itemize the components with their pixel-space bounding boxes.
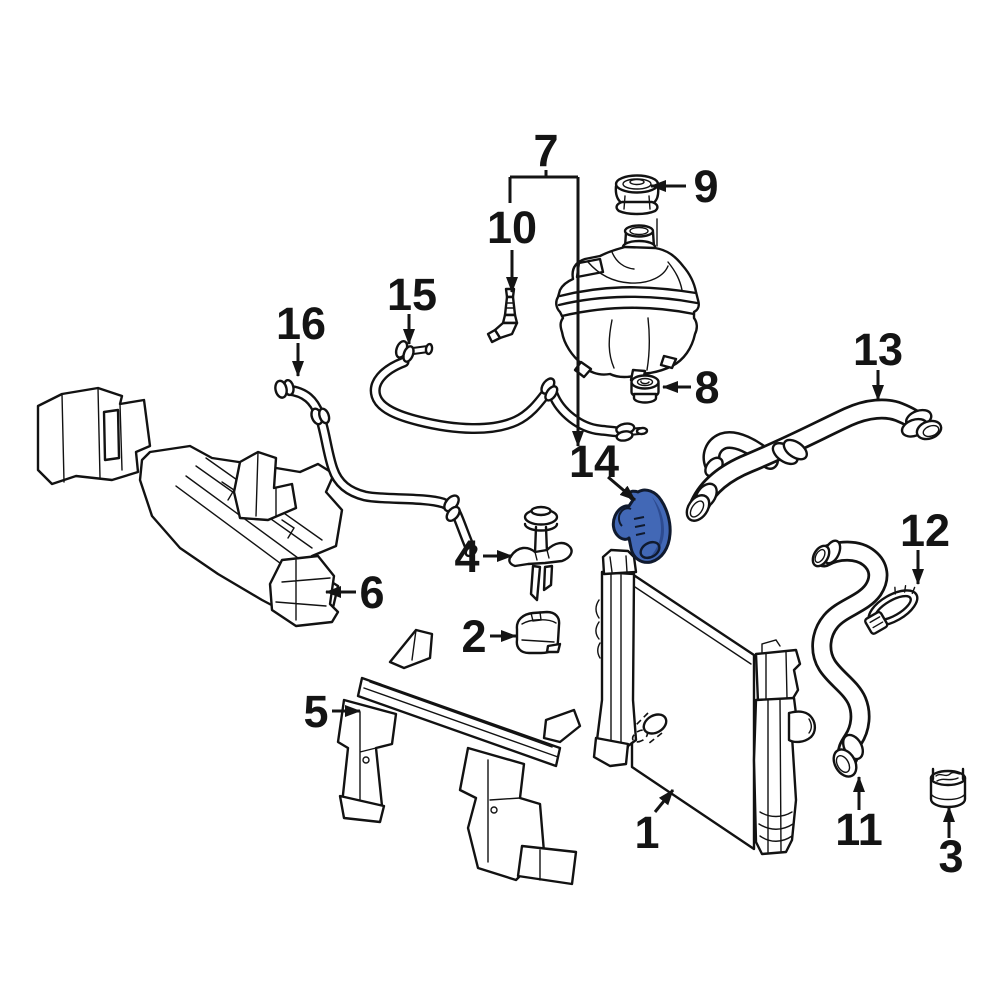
hose-clamp-small <box>310 407 331 426</box>
callout-4-label: 4 <box>454 531 479 582</box>
part-14-coolant-connector <box>611 488 672 564</box>
callout-1: 1 <box>634 789 675 858</box>
callout-5: 5 <box>303 686 361 737</box>
part-16-overflow-hose-lower <box>274 378 478 558</box>
part-2-radiator-mount <box>515 610 562 655</box>
part-5-lower-air-baffle <box>336 628 582 886</box>
callout-15: 15 <box>387 269 437 345</box>
callout-12: 12 <box>900 505 950 585</box>
hose-ring-fitting <box>443 494 461 522</box>
callout-12-label: 12 <box>900 505 950 556</box>
callout-13: 13 <box>853 324 903 401</box>
callout-4: 4 <box>454 531 513 582</box>
part-15-overflow-hose-upper <box>369 339 649 442</box>
callout-1-label: 1 <box>634 807 659 858</box>
callout-16: 16 <box>276 298 326 377</box>
callout-8-label: 8 <box>694 362 719 413</box>
callout-9: 9 <box>650 161 719 212</box>
callout-2: 2 <box>461 611 517 662</box>
callout-3: 3 <box>938 806 964 882</box>
callout-5-label: 5 <box>303 686 328 737</box>
callout-10: 10 <box>487 202 537 293</box>
callout-14-label: 14 <box>569 436 619 487</box>
callout-15-label: 15 <box>387 269 437 320</box>
callout-14: 14 <box>569 436 636 502</box>
part-11-lower-radiator-hose <box>811 539 889 778</box>
callout-6: 6 <box>325 567 385 618</box>
callout-7: 7 <box>508 125 584 447</box>
hose-clamp-ring <box>771 438 809 466</box>
part-9-expansion-tank-cap <box>614 174 660 216</box>
callout-11: 11 <box>835 776 883 855</box>
part-10-locating-pin <box>486 287 519 344</box>
callout-2-label: 2 <box>461 611 486 662</box>
callout-16-label: 16 <box>276 298 326 349</box>
hose-ring-fitting <box>394 339 415 363</box>
part-6-upper-air-baffle <box>36 386 344 628</box>
hose-end-cuff <box>615 422 636 442</box>
callout-9-label: 9 <box>693 161 718 212</box>
part-13-upper-radiator-hose <box>685 398 943 522</box>
part-12-hose-clamp <box>864 585 919 635</box>
callout-13-label: 13 <box>853 324 903 375</box>
callout-8: 8 <box>662 362 720 413</box>
callouts: 7 9 10 15 16 13 8 14 <box>276 125 964 882</box>
hose-end-cuff <box>274 378 295 399</box>
callout-10-label: 10 <box>487 202 537 253</box>
callout-6-label: 6 <box>359 567 384 618</box>
callout-3-label: 3 <box>938 831 963 882</box>
part-8-grommet <box>630 374 660 404</box>
part-3-sealing-plug <box>929 767 967 809</box>
part-1-radiator <box>592 548 817 856</box>
callout-7-label: 7 <box>533 125 558 176</box>
callout-11-label: 11 <box>835 804 883 855</box>
part-4-push-pin-retainer <box>508 505 573 602</box>
hose-ring-fitting <box>540 377 559 402</box>
